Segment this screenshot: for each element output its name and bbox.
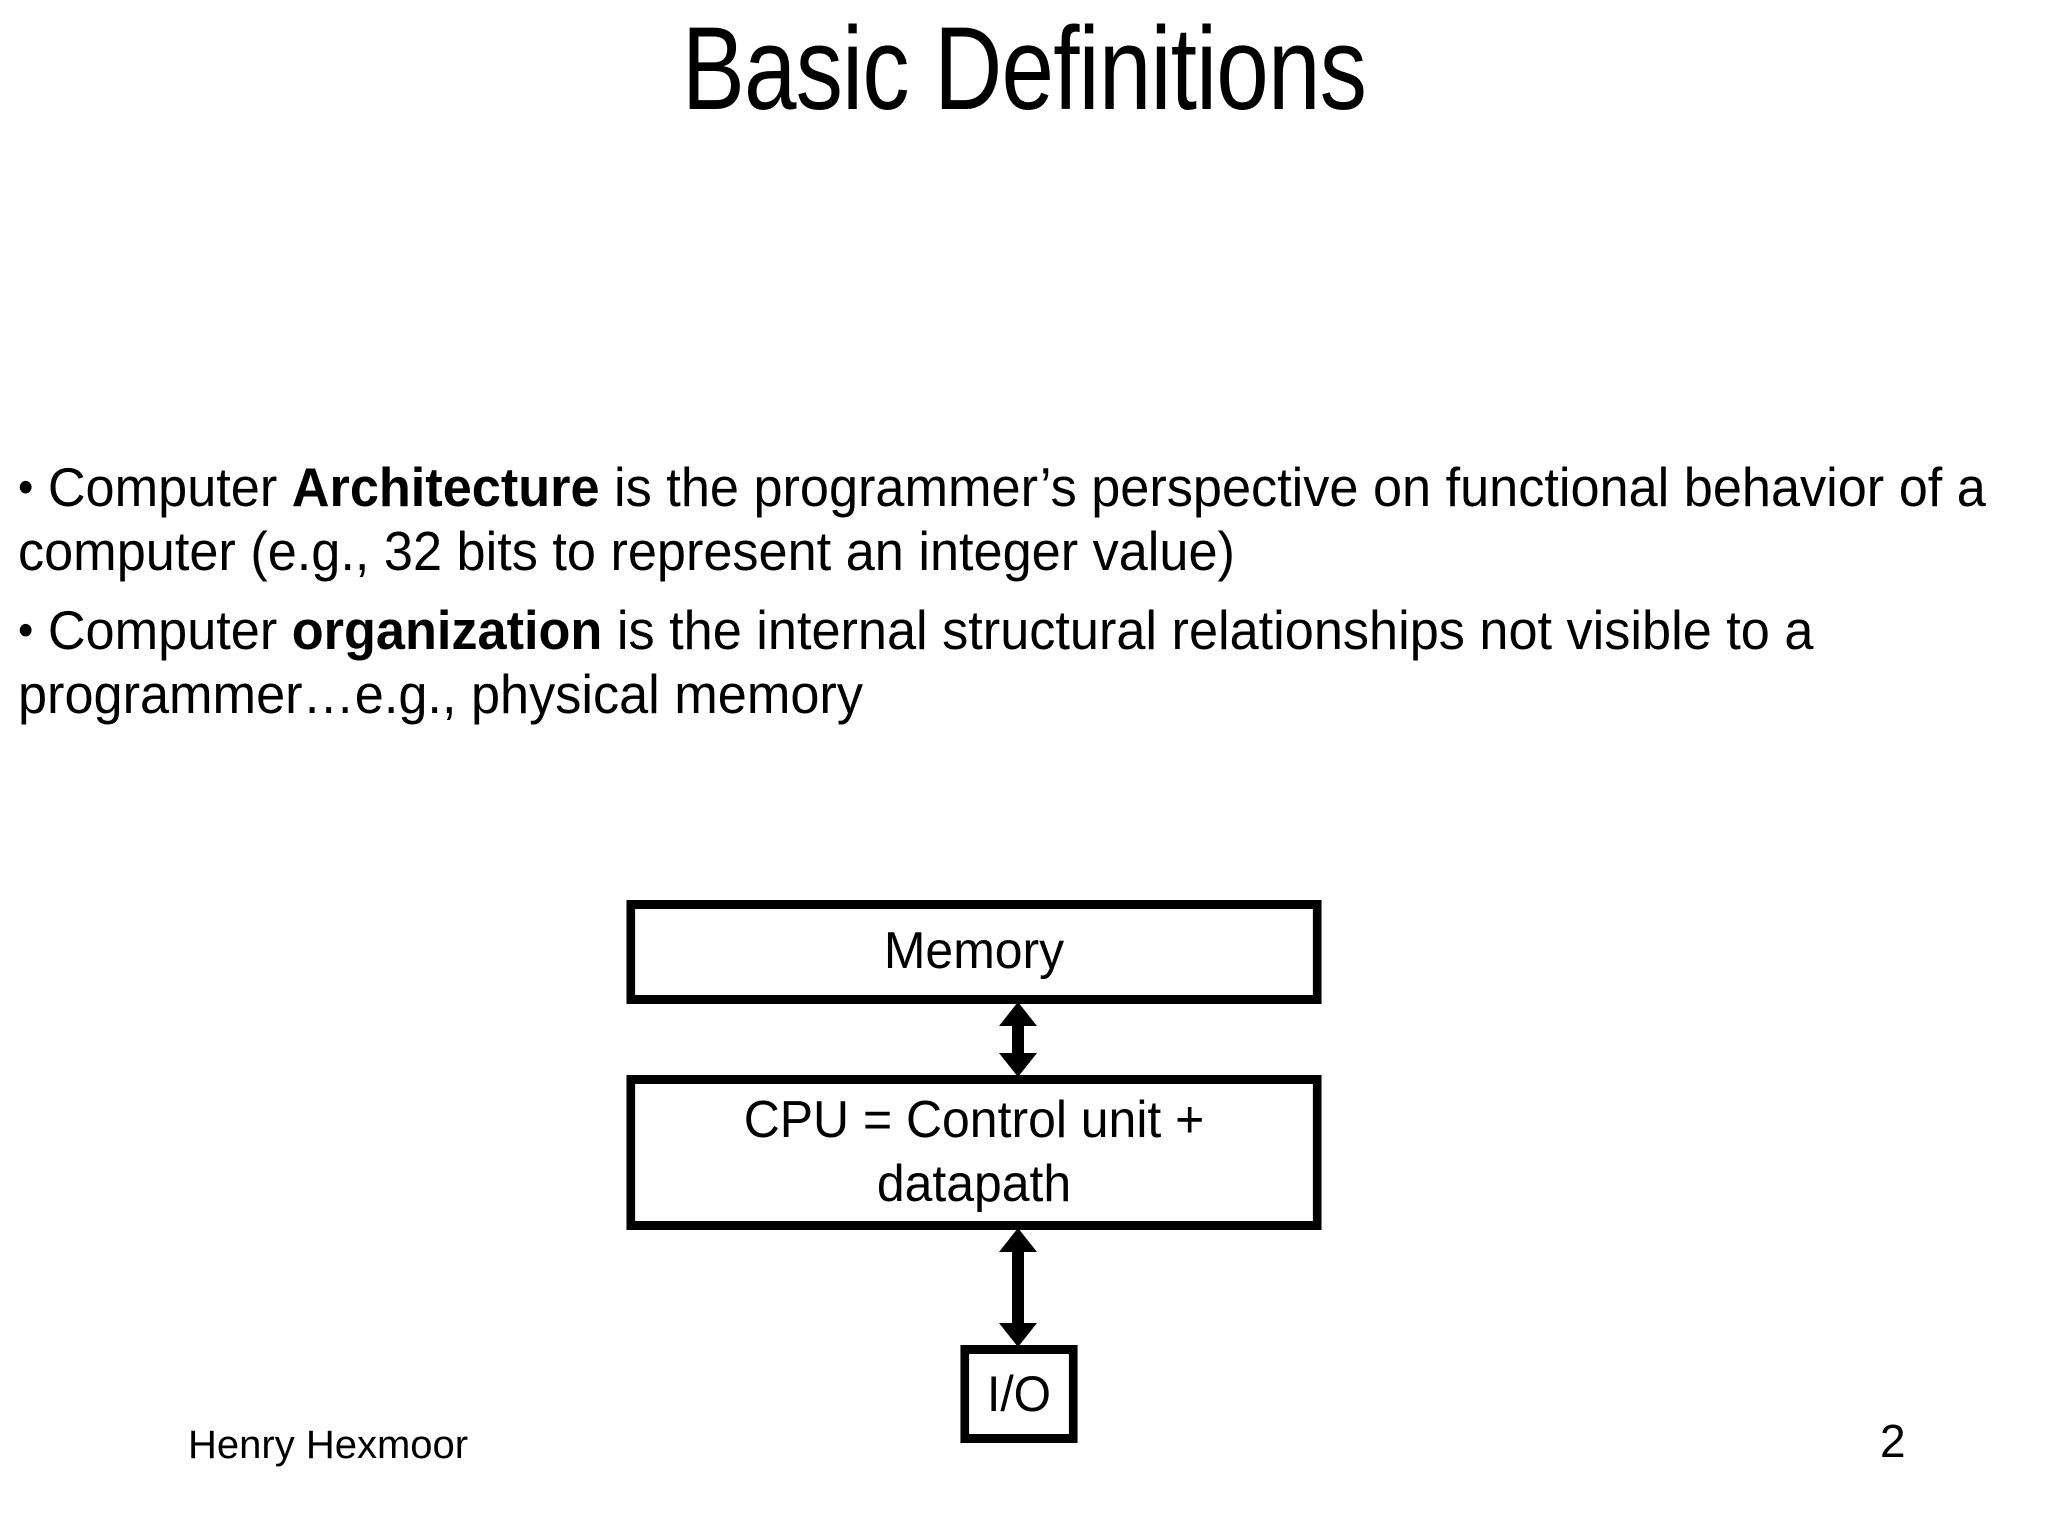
bullet-list: • Computer Architecture is the programme… [18,455,2030,740]
footer-author: Henry Hexmoor [188,1423,469,1467]
arrow-shaft [1012,1245,1024,1330]
arrow-head-down [999,1053,1037,1077]
bullet-item-architecture: • Computer Architecture is the programme… [18,455,2025,584]
bullet-emphasis-text: Architecture [291,456,600,518]
bullet-marker-icon: • [18,460,34,513]
bullet-item-organization: • Computer organization is the internal … [18,598,2025,727]
arrow-head-up [999,1228,1037,1252]
bullet-marker-icon: • [18,603,34,656]
bullet-emphasis-text: organization [291,598,603,661]
page-number: 2 [1880,1415,1906,1467]
bullet-rest-text: is the internal structural relationships… [18,598,1814,726]
diagram-node-cpu-label-line2: datapath [876,1154,1072,1213]
diagram-node-io: I/O [960,1345,1078,1443]
diagram-node-cpu-label-line1: CPU = Control unit + [743,1091,1205,1150]
bullet-lead-text: Computer [47,598,292,661]
arrow-memory-cpu-icon [999,1002,1037,1077]
bullet-rest-text: is the programmer’s perspective on funct… [18,456,1986,583]
arrow-head-down [999,1323,1037,1347]
bullet-lead-text: Computer [47,456,292,518]
diagram-node-memory-label: Memory [883,922,1065,981]
diagram-node-cpu: CPU = Control unit + datapath [626,1075,1322,1230]
arrow-cpu-io-icon [999,1228,1037,1347]
diagram-node-io-label: I/O [986,1365,1052,1422]
page-title: Basic Definitions [681,3,1367,135]
arrow-head-up [999,1002,1037,1026]
arrow-shaft [1012,1019,1024,1060]
diagram-node-memory: Memory [626,900,1322,1004]
